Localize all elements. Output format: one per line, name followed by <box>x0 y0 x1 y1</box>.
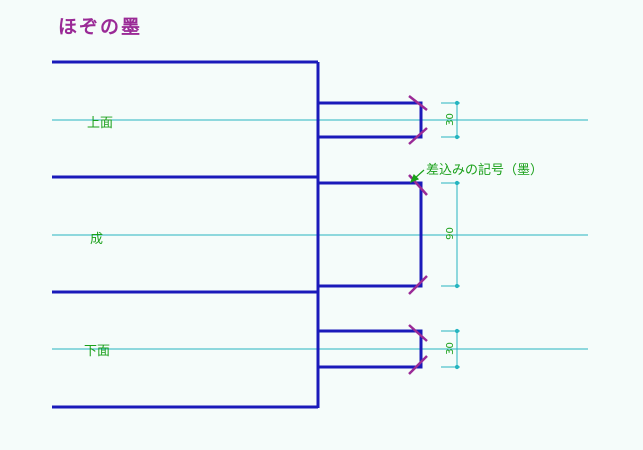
leader-arrow <box>409 169 425 184</box>
timber-outline <box>52 60 423 409</box>
dimension-bottom: 30 <box>444 342 456 355</box>
insert-mark-5 <box>408 324 428 342</box>
dimension-top: 30 <box>444 113 456 126</box>
label-top-face: 上面 <box>87 116 114 131</box>
dimension-middle: 90 <box>444 227 456 240</box>
center-lines <box>52 119 588 350</box>
label-insert-mark: 差込みの記号（墨） <box>426 163 544 178</box>
insert-mark-3 <box>408 174 428 196</box>
tenon-top <box>318 101 423 139</box>
diagram-title: ほぞの墨 <box>58 16 143 38</box>
insert-mark-2 <box>408 127 428 145</box>
tenon-bottom <box>318 329 423 369</box>
insert-mark-1 <box>408 95 428 111</box>
tenon-middle <box>318 181 423 288</box>
label-bottom-face: 下面 <box>84 344 111 359</box>
insert-mark-6 <box>408 355 428 375</box>
dimension-lines <box>441 100 460 370</box>
insert-mark-4 <box>408 275 428 295</box>
label-height: 成 <box>90 232 104 247</box>
